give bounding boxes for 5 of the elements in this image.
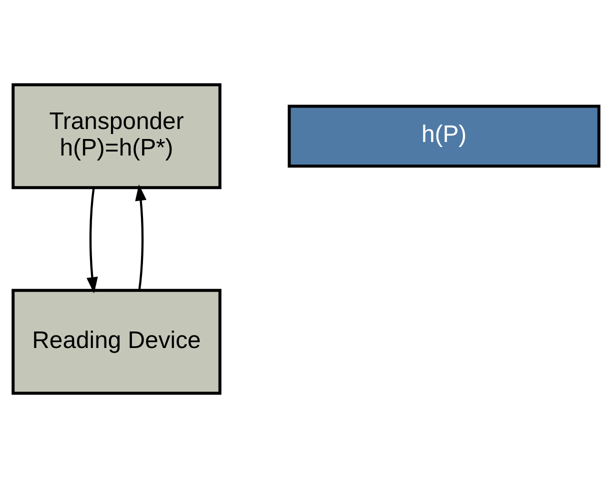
arrow bbox=[86, 186, 98, 293]
node-box: Transponder h(P)=h(P*) bbox=[12, 82, 222, 189]
node-box: Reading Device bbox=[12, 288, 222, 394]
node-box: h(P) bbox=[288, 104, 600, 168]
arrow bbox=[135, 184, 146, 290]
